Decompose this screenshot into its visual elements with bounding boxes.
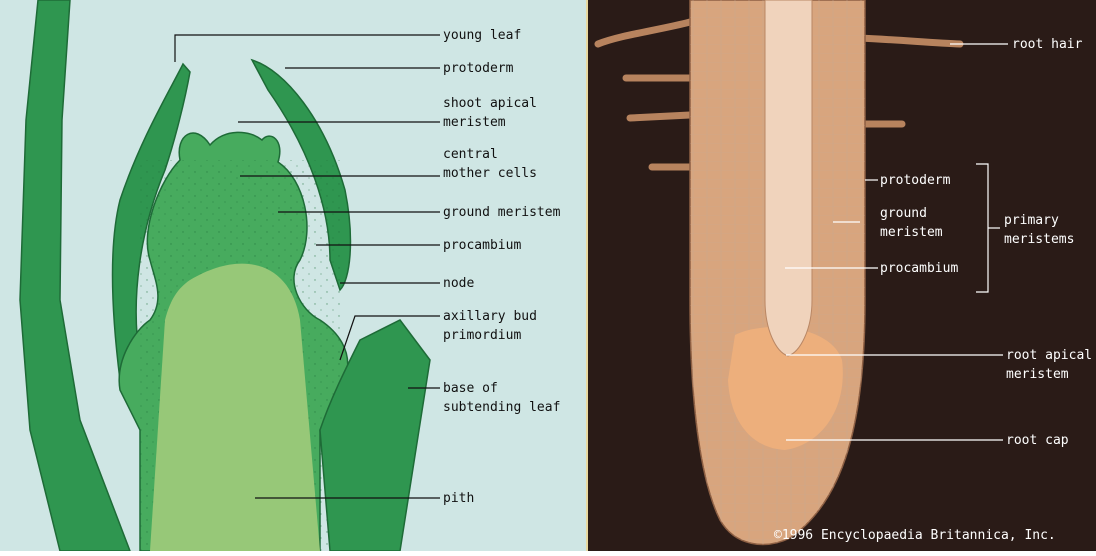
pith-region <box>150 264 320 551</box>
shoot-panel: young leaf protoderm shoot apical merist… <box>0 0 586 551</box>
label-ground-1: ground <box>880 206 927 221</box>
label-procambium-root: procambium <box>880 261 958 276</box>
label-ground-2: meristem <box>880 225 943 240</box>
copyright-notice: ©1996 Encyclopaedia Britannica, Inc. <box>774 528 1056 543</box>
root-hair-3 <box>630 115 690 118</box>
label-protoderm-shoot: protoderm <box>443 61 514 76</box>
label-shoot-apical-1: shoot apical <box>443 96 537 111</box>
label-root-apical-2: meristem <box>1006 367 1069 382</box>
label-ground-meristem-shoot: ground meristem <box>443 205 561 220</box>
label-protoderm-root: protoderm <box>880 173 951 188</box>
root-panel: root hair protoderm ground meristem proc… <box>588 0 1096 551</box>
label-shoot-apical-2: meristem <box>443 115 506 130</box>
panel-divider <box>586 0 588 551</box>
label-primary-2: meristems <box>1004 232 1074 247</box>
label-axillary-1: axillary bud <box>443 309 537 324</box>
label-pith: pith <box>443 491 474 506</box>
label-node: node <box>443 276 474 291</box>
label-root-cap: root cap <box>1006 433 1069 448</box>
label-root-hair: root hair <box>1012 37 1083 52</box>
label-procambium-shoot: procambium <box>443 238 521 253</box>
root-stele <box>765 0 812 356</box>
label-axillary-2: primordium <box>443 328 521 343</box>
label-primary-1: primary <box>1004 213 1059 228</box>
label-central-1: central <box>443 147 498 162</box>
label-young-leaf: young leaf <box>443 28 521 43</box>
label-central-2: mother cells <box>443 166 537 181</box>
label-root-apical-1: root apical <box>1006 348 1092 363</box>
label-base-2: subtending leaf <box>443 400 560 415</box>
label-base-1: base of <box>443 381 498 396</box>
